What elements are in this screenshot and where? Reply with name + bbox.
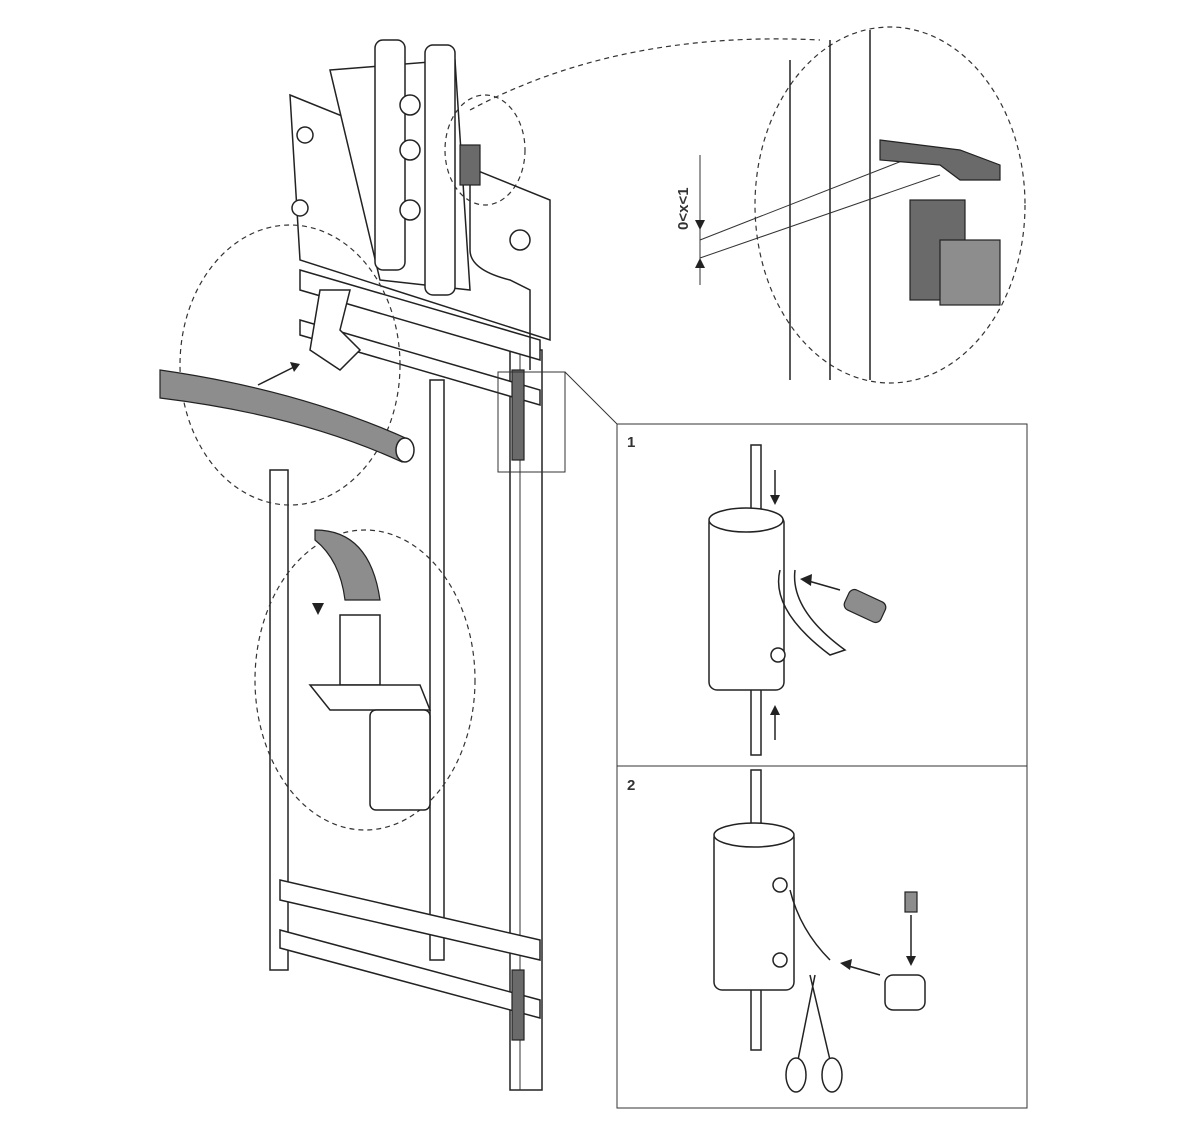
detail-marker-box	[497, 371, 566, 473]
step-panel-1: 1	[616, 423, 1028, 767]
leader-line	[564, 371, 618, 425]
door-frame	[269, 269, 543, 1091]
detail-callout-cable-clip	[159, 224, 415, 506]
detail-callout-top: 0<x<1	[444, 26, 1026, 384]
step-number: 1	[627, 434, 635, 451]
scissors-icon	[785, 974, 843, 1093]
step-number: 2	[627, 777, 635, 794]
step-panel-2: 2	[616, 765, 1028, 1109]
detail-callout-nut	[254, 529, 476, 831]
door-hanger-mechanism	[289, 39, 551, 370]
tolerance-label: 0<x<1	[675, 187, 692, 230]
